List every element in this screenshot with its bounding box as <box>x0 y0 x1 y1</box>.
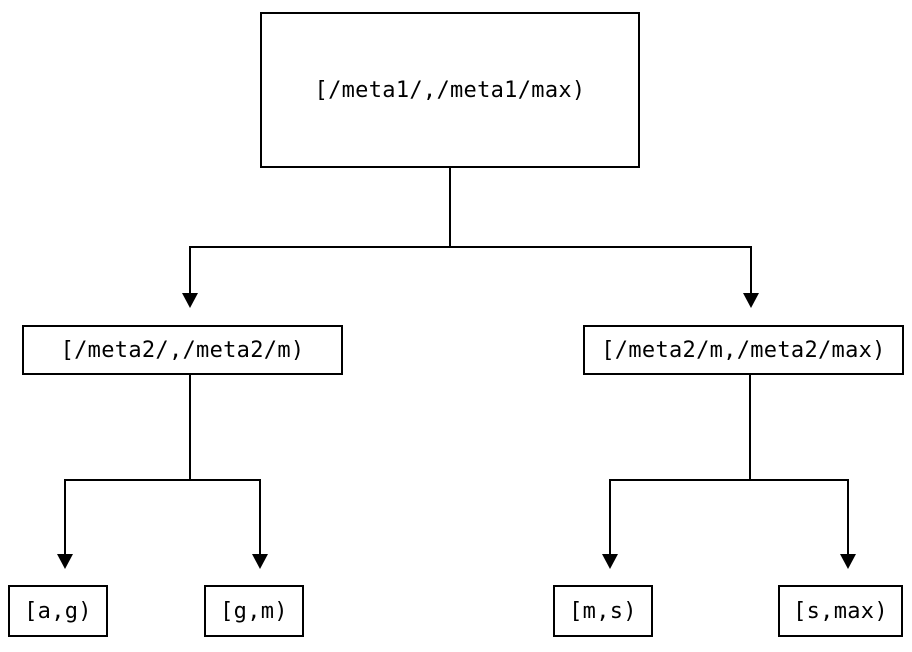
arrowhead-down-icon <box>57 554 73 569</box>
node-root: [/meta1/,/meta1/max) <box>260 12 640 168</box>
node-meta2-left: [/meta2/,/meta2/m) <box>22 325 343 375</box>
edge-meta2-left-right-drop <box>259 479 261 554</box>
node-leaf-s-max-label: [s,max) <box>793 598 888 624</box>
edge-meta2-left-bar <box>64 479 261 481</box>
edge-meta2-right-stem <box>749 375 751 480</box>
arrowhead-down-icon <box>182 293 198 308</box>
edge-meta2-right-left-drop <box>609 479 611 554</box>
node-leaf-s-max: [s,max) <box>778 585 903 637</box>
node-leaf-a-g-label: [a,g) <box>24 598 92 624</box>
edge-meta2-right-right-drop <box>847 479 849 554</box>
node-leaf-m-s-label: [m,s) <box>569 598 637 624</box>
edge-root-bar <box>189 246 752 248</box>
arrowhead-down-icon <box>602 554 618 569</box>
edge-root-left-drop <box>189 246 191 294</box>
edge-meta2-right-bar <box>609 479 849 481</box>
arrowhead-down-icon <box>743 293 759 308</box>
edge-root-stem <box>449 167 451 247</box>
node-leaf-a-g: [a,g) <box>8 585 108 637</box>
node-meta2-right: [/meta2/m,/meta2/max) <box>583 325 904 375</box>
edge-meta2-left-left-drop <box>64 479 66 554</box>
node-leaf-g-m: [g,m) <box>204 585 304 637</box>
node-meta2-left-label: [/meta2/,/meta2/m) <box>60 337 305 363</box>
arrowhead-down-icon <box>840 554 856 569</box>
node-meta2-right-label: [/meta2/m,/meta2/max) <box>601 337 886 363</box>
node-root-label: [/meta1/,/meta1/max) <box>314 77 586 103</box>
node-leaf-g-m-label: [g,m) <box>220 598 288 624</box>
arrowhead-down-icon <box>252 554 268 569</box>
node-leaf-m-s: [m,s) <box>553 585 653 637</box>
edge-meta2-left-stem <box>189 375 191 480</box>
edge-root-right-drop <box>750 246 752 294</box>
